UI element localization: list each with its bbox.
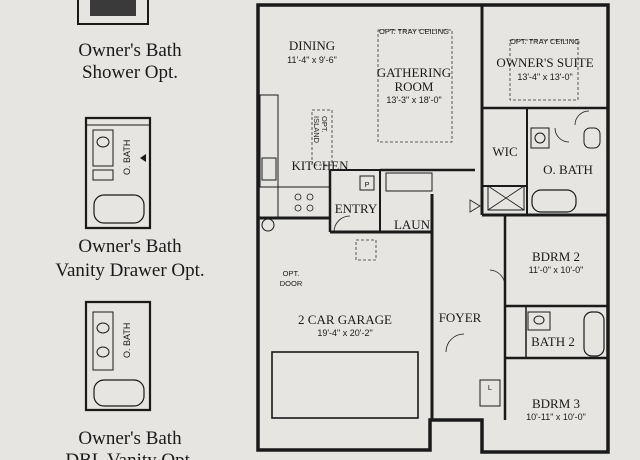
o-bath-tub-icon xyxy=(531,189,577,213)
bath2-tub-icon xyxy=(583,311,605,357)
foyer-label: FOYER xyxy=(439,310,482,325)
option-1-line2: Shower Opt. xyxy=(82,62,178,83)
door-swing-icon xyxy=(574,110,590,126)
garage-dim: 19'-4" x 20'-2" xyxy=(317,328,372,338)
o-bath-vanity xyxy=(530,127,550,149)
garage-door xyxy=(271,351,419,419)
laun-label: LAUN xyxy=(394,217,431,232)
pantry-box xyxy=(359,175,375,191)
vanity-option-outline xyxy=(84,116,152,230)
door-swing-icon xyxy=(469,199,481,213)
tub-icon xyxy=(93,194,145,224)
sink-icon-1 xyxy=(96,322,110,334)
option-3-line2: DBL Vanity Opt. xyxy=(65,450,194,460)
option-2-line2: Vanity Drawer Opt. xyxy=(55,260,204,281)
shower-icon xyxy=(487,185,525,211)
sink-icon xyxy=(533,315,545,325)
door-swing-icon xyxy=(554,127,570,143)
burner-icon xyxy=(294,204,302,212)
option-2-line1: Owner's Bath xyxy=(78,236,182,257)
door-swing-icon xyxy=(140,154,146,162)
door-swing-icon xyxy=(333,215,351,233)
burner-icon xyxy=(306,193,314,201)
wic-label: WIC xyxy=(492,144,517,159)
door-swing-icon xyxy=(489,269,506,287)
island-label-1: OPT. xyxy=(320,116,329,133)
kitchen-counter xyxy=(259,94,279,188)
linen-closet xyxy=(479,379,501,407)
option-1-line1: Owner's Bath xyxy=(78,40,182,61)
gathering-label-2: ROOM xyxy=(394,79,433,94)
dining-label: DINING xyxy=(289,38,335,53)
gathering-note: OPT. TRAY CEILING xyxy=(379,27,449,36)
bdrm3-dim: 10'-11" x 10'-0" xyxy=(526,412,586,422)
island-label-2: ISLAND xyxy=(312,116,321,144)
linen-label: L xyxy=(488,383,492,392)
option-2-bath-label: O. BATH xyxy=(122,140,132,175)
owners-note: OPT. TRAY CEILING xyxy=(510,37,580,46)
owners-tray-ceiling xyxy=(509,39,579,101)
pantry-label: P xyxy=(364,180,369,189)
vanity-counter xyxy=(92,129,114,167)
gathering-label-1: GATHERING xyxy=(377,65,451,80)
option-3-bath-label: O. BATH xyxy=(122,323,132,358)
garage-label: 2 CAR GARAGE xyxy=(298,312,392,327)
burner-icon xyxy=(306,204,314,212)
bdrm2-label: BDRM 2 xyxy=(532,249,580,264)
dbl-vanity-counter xyxy=(92,311,114,371)
exterior-wall xyxy=(256,3,610,454)
option-shower: Owner's Bath Shower Opt. xyxy=(77,0,182,83)
option-3-line1: Owner's Bath xyxy=(78,428,182,449)
dbl-vanity-option-outline xyxy=(84,300,152,412)
sink-icon xyxy=(96,136,110,148)
shower-pan xyxy=(90,0,136,16)
attic-access xyxy=(355,239,377,261)
sink-icon xyxy=(534,132,546,144)
main-plan: DINING 11'-4" x 9'-6" OPT. TRAY CEILING … xyxy=(256,3,610,454)
option-dbl-vanity: O. BATH Owner's Bath DBL Vanity Opt. xyxy=(65,300,195,460)
kitchen-label: KITCHEN xyxy=(291,158,349,173)
dining-dim: 11'-4" x 9'-6" xyxy=(287,55,337,65)
kitchen-range-counter xyxy=(277,186,331,218)
gathering-tray-ceiling xyxy=(377,29,453,143)
o-bath-label: O. BATH xyxy=(543,162,593,177)
door-swing-icon xyxy=(445,333,465,353)
toilet-icon xyxy=(583,127,601,149)
bath2-vanity xyxy=(527,311,551,331)
shower-option-outline xyxy=(77,0,149,25)
bath2-label: BATH 2 xyxy=(531,334,575,349)
entry-label: ENTRY xyxy=(335,201,378,216)
bdrm2-dim: 11'-0" x 10'-0" xyxy=(529,265,584,275)
sink-icon-2 xyxy=(96,346,110,358)
washer-dryer xyxy=(385,172,433,192)
drawer-icon xyxy=(92,169,114,181)
kitchen-sink-icon xyxy=(261,157,277,181)
water-heater-icon xyxy=(261,218,275,232)
garage-door-label-2: DOOR xyxy=(280,279,303,288)
gathering-dim: 13'-3" x 18'-0" xyxy=(386,95,441,105)
garage-door-label-1: OPT. xyxy=(283,269,300,278)
bdrm3-label: BDRM 3 xyxy=(532,396,580,411)
option-vanity-drawer: O. BATH Owner's Bath Vanity Drawer Opt. xyxy=(55,116,205,281)
opt-island-outline xyxy=(311,109,333,166)
burner-icon xyxy=(294,193,302,201)
tub-icon xyxy=(93,379,145,407)
owners-suite-label: OWNER'S SUITE xyxy=(496,55,593,70)
owners-suite-dim: 13'-4" x 13'-0" xyxy=(517,72,572,82)
